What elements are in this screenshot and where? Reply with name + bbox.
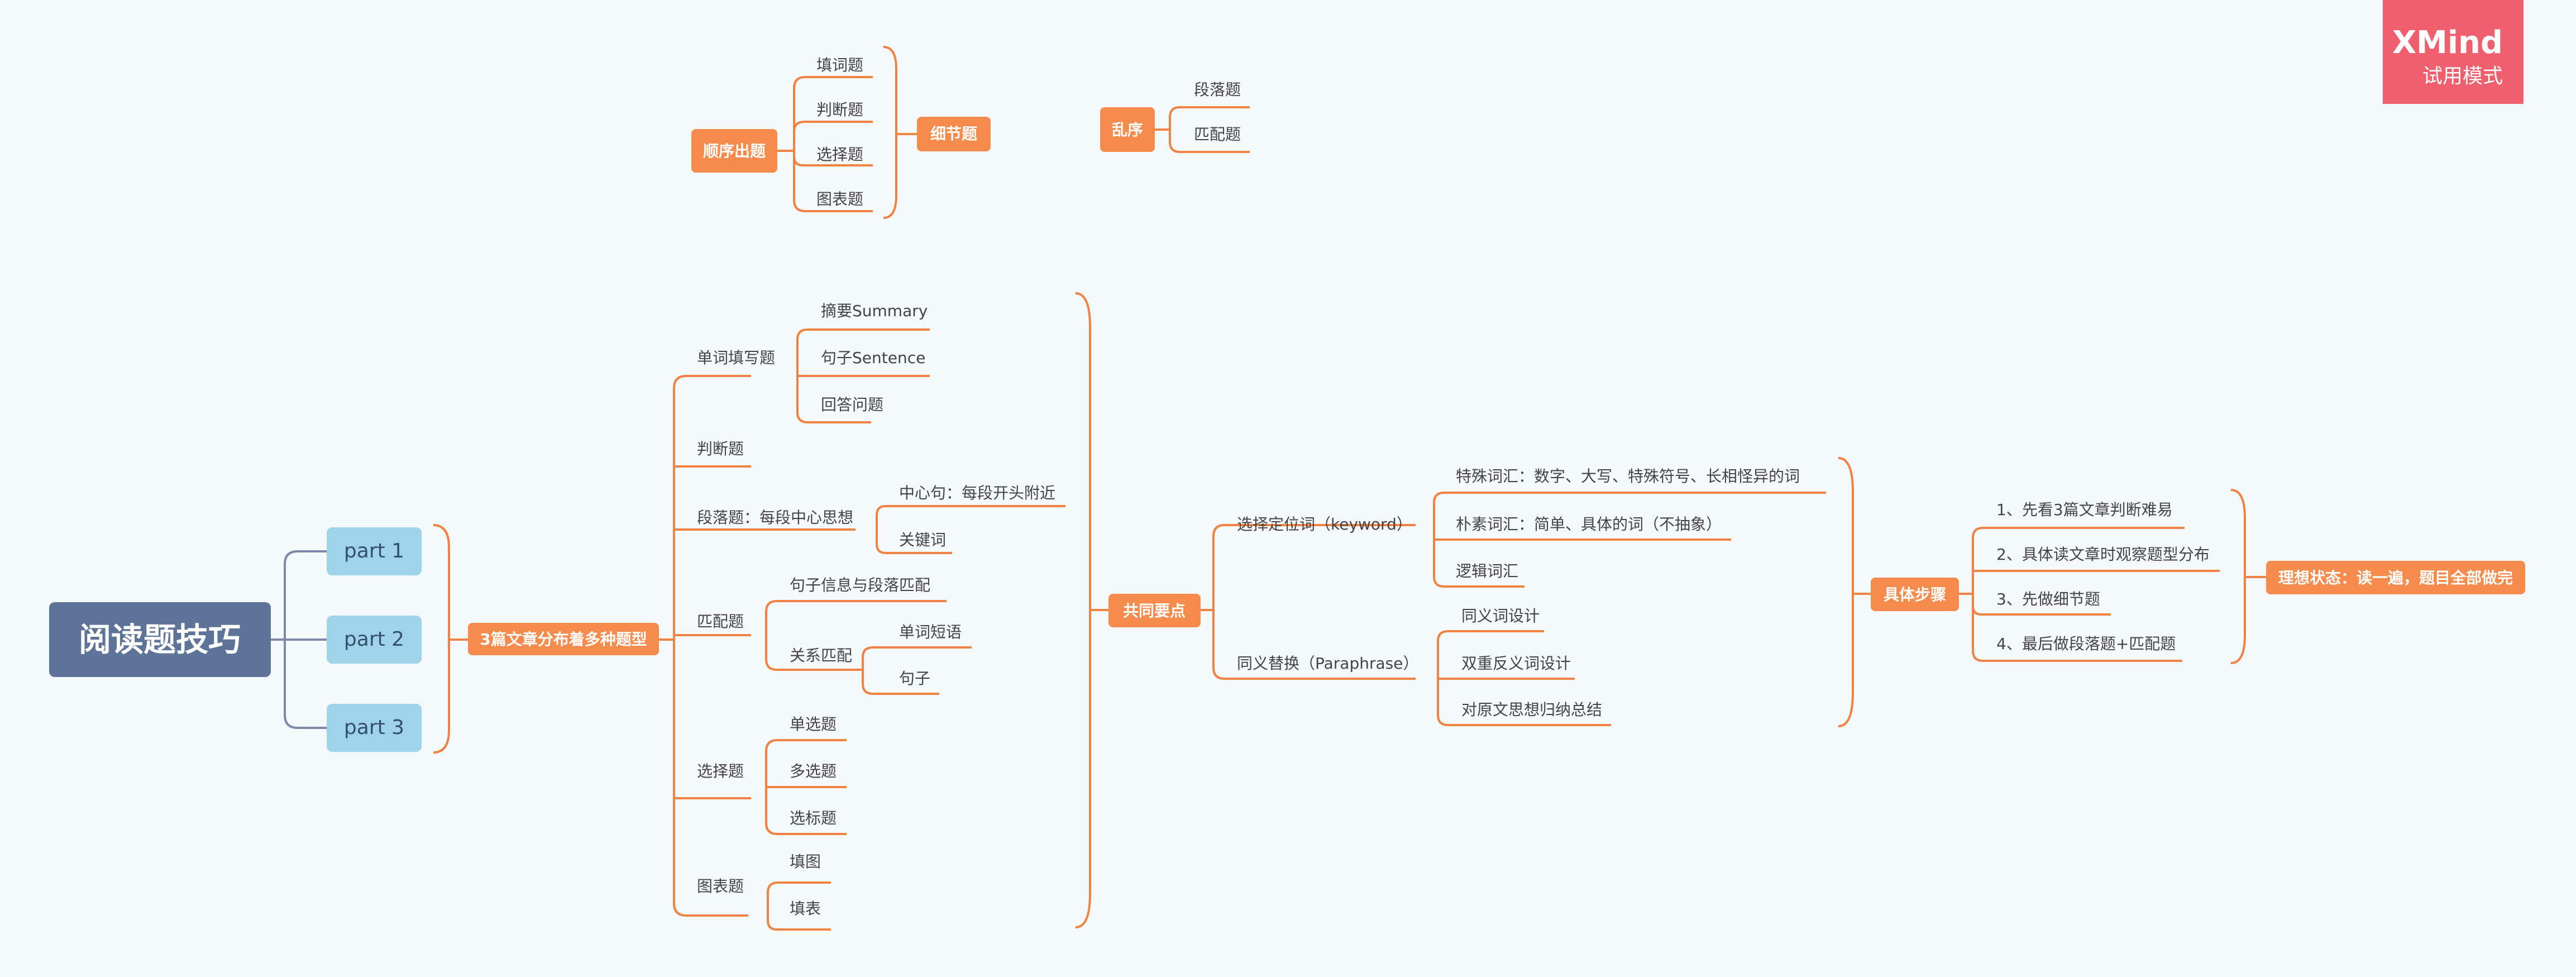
step-item[interactable]: 4、最后做段落题+匹配题 [1996,635,2176,653]
ideal-state-node[interactable]: 理想状态：读一遍，题目全部做完 [2266,561,2525,594]
fill-words-item[interactable]: 摘要Summary [821,302,928,320]
connector-lines [271,46,2266,931]
part-node-3[interactable]: part 3 [327,704,422,752]
order-label: 顺序出题 [703,142,766,160]
relation-item[interactable]: 句子 [899,669,930,688]
step-item[interactable]: 1、先看3篇文章判断难易 [1996,501,2173,519]
matching-item[interactable]: 关系匹配 [790,646,852,665]
relation-item[interactable]: 单词短语 [899,623,962,641]
keyword-item[interactable]: 特殊词汇：数字、大写、特殊符号、长相怪异的词 [1456,467,1800,485]
qtype-paragraph[interactable]: 段落题：每段中心思想 [697,508,853,527]
paraphrase-topic[interactable]: 同义替换（Paraphrase） [1237,654,1418,673]
fill-words-item[interactable]: 回答问题 [821,395,883,414]
random-node[interactable]: 乱序 [1100,107,1155,152]
part-node-1[interactable]: part 1 [327,527,422,575]
step-item[interactable]: 2、具体读文章时观察题型分布 [1996,545,2210,564]
topic-distribution-label: 3篇文章分布着多种题型 [480,630,647,649]
part-label: part 2 [344,628,404,651]
qtype-true-false[interactable]: 判断题 [697,440,744,458]
step-item[interactable]: 3、先做细节题 [1996,590,2100,608]
fill-words-item[interactable]: 句子Sentence [821,349,925,367]
chart-item[interactable]: 填表 [790,899,821,918]
keyword-item[interactable]: 朴素词汇：简单、具体的词（不抽象） [1456,515,1722,533]
root-title: 阅读题技巧 [79,621,241,659]
detail-question-label: 细节题 [930,125,977,143]
choice-item[interactable]: 多选题 [790,762,837,780]
qtype-matching[interactable]: 匹配题 [697,612,744,631]
paraphrase-item[interactable]: 同义词设计 [1461,607,1540,625]
part-label: part 1 [344,540,404,563]
order-node[interactable]: 顺序出题 [691,129,777,173]
common-points-node[interactable]: 共同要点 [1108,594,1201,627]
paragraph-item[interactable]: 关键词 [899,531,946,549]
brand-name: XMind [2392,25,2503,61]
topic-distribution-node[interactable]: 3篇文章分布着多种题型 [468,623,659,655]
matching-item[interactable]: 句子信息与段落匹配 [790,576,930,594]
order-item[interactable]: 选择题 [816,145,863,164]
keyword-item[interactable]: 逻辑词汇 [1456,562,1518,580]
detail-question-node[interactable]: 细节题 [917,117,991,151]
order-item[interactable]: 判断题 [816,101,863,119]
common-points-label: 共同要点 [1123,602,1186,620]
paraphrase-item[interactable]: 对原文思想归纳总结 [1461,700,1602,719]
paraphrase-item[interactable]: 双重反义词设计 [1461,654,1571,673]
ideal-state-label: 理想状态：读一遍，题目全部做完 [2278,569,2513,587]
root-node[interactable]: 阅读题技巧 [49,602,271,677]
order-item[interactable]: 图表题 [816,190,863,208]
random-label: 乱序 [1112,121,1143,139]
qtype-chart[interactable]: 图表题 [697,877,744,895]
keyword-topic[interactable]: 选择定位词（keyword） [1237,515,1412,533]
paragraph-item[interactable]: 中心句：每段开头附近 [899,484,1055,502]
steps-node[interactable]: 具体步骤 [1871,578,1959,611]
part-node-2[interactable]: part 2 [327,616,422,664]
choice-item[interactable]: 选标题 [790,809,837,827]
steps-label: 具体步骤 [1884,585,1946,604]
choice-item[interactable]: 单选题 [790,715,837,733]
part-label: part 3 [344,716,404,739]
random-item[interactable]: 段落题 [1194,80,1241,99]
order-item[interactable]: 填词题 [816,56,863,74]
qtype-fill-words[interactable]: 单词填写题 [697,349,775,367]
brand-mode: 试用模式 [2422,65,2503,88]
qtype-choice[interactable]: 选择题 [697,762,744,780]
chart-item[interactable]: 填图 [790,852,821,871]
random-item[interactable]: 匹配题 [1194,125,1241,144]
xmind-trial-badge: XMind 试用模式 [2383,0,2524,104]
